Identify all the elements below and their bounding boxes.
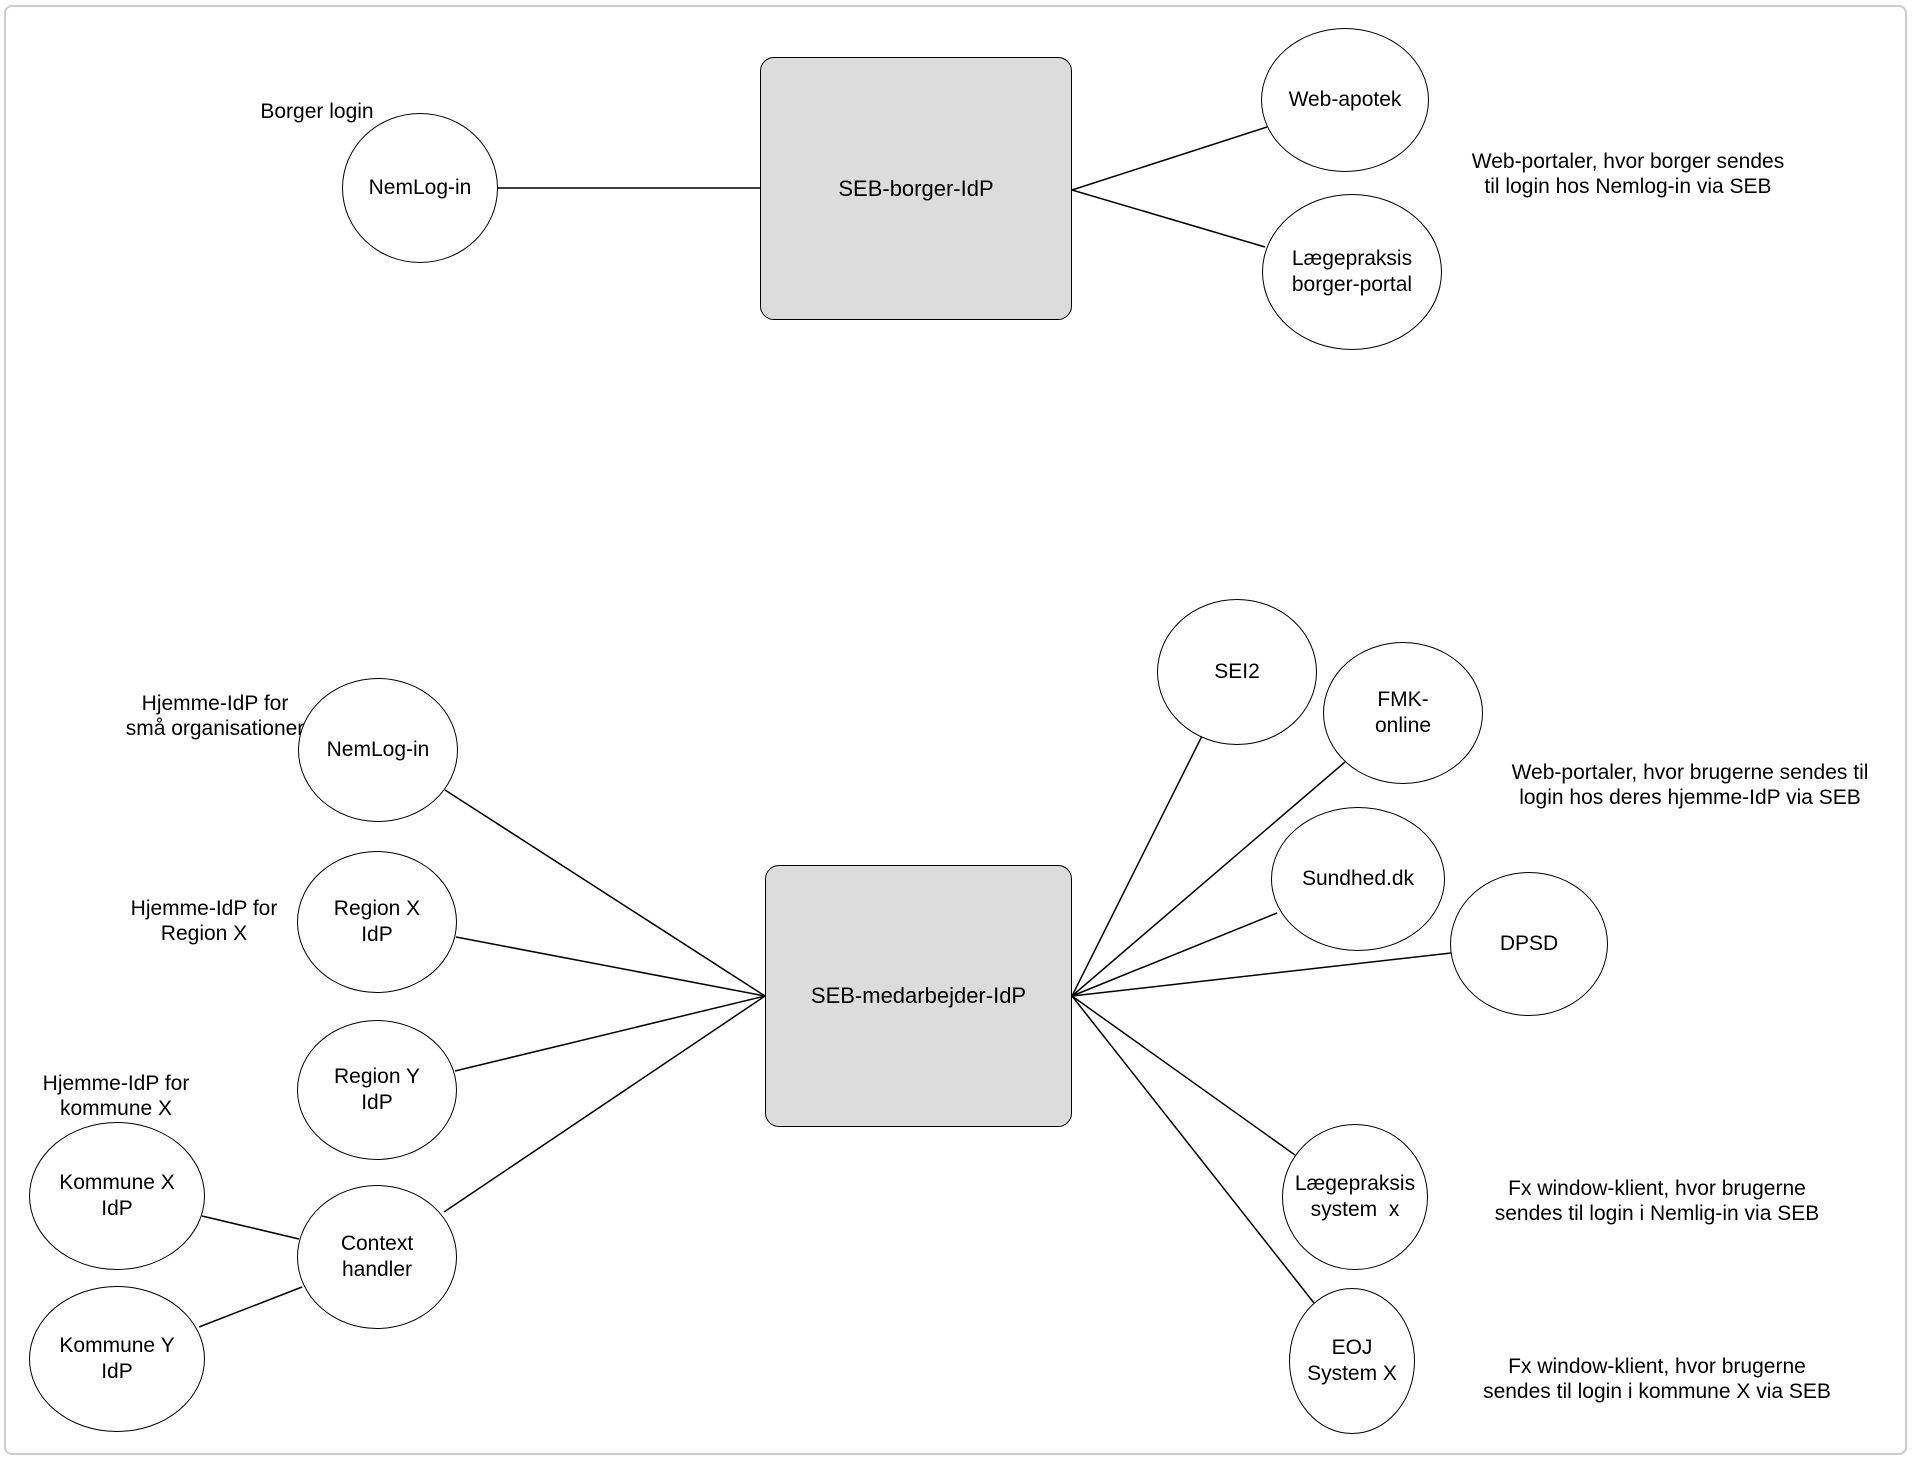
node-kommune-x-idp-label: Kommune X IdP [59,1171,175,1220]
node-seb-borger-idp[interactable]: SEB-borger-IdP [760,57,1072,320]
node-web-apotek-label: Web-apotek [1288,88,1402,111]
node-dpsd[interactable]: DPSD [1450,872,1608,1016]
node-laegepraksis-system-x[interactable]: Lægepraksis system x [1282,1124,1428,1270]
node-region-x-idp[interactable]: Region X IdP [297,851,457,993]
node-nemlogin-medarbejder-label: NemLog-in [326,738,430,761]
node-laegepraksis-borger-portal[interactable]: Lægepraksis borger-portal [1262,194,1442,350]
annotation-fx-window-klient-nemlig[interactable]: Fx window-klient, hvor brugerne sendes t… [1494,1177,1820,1225]
node-region-x-idp-label: Region X IdP [333,897,421,946]
label-hjemme-idp-kommune-x[interactable]: Hjemme-IdP for kommune X [42,1072,190,1120]
node-nemlogin-borger[interactable]: NemLog-in [342,113,498,263]
annotation-borger-portals[interactable]: Web-portaler, hvor borger sendes til log… [1471,150,1785,198]
node-fmk-online[interactable]: FMK- online [1323,642,1483,784]
node-sundhed-dk[interactable]: Sundhed.dk [1271,807,1445,951]
borger-login-label[interactable]: Borger login [260,100,374,123]
node-seb-medarbejder-idp[interactable]: SEB-medarbejder-IdP [765,865,1072,1127]
node-kommune-y-idp-label: Kommune Y IdP [59,1334,175,1383]
node-context-handler-label: Context handler [340,1232,414,1281]
node-eoj-system-x-label: EOJ System X [1307,1336,1397,1385]
node-seb-medarbejder-idp-label: SEB-medarbejder-IdP [810,983,1027,1008]
node-laegepraksis-borger-portal-label: Lægepraksis borger-portal [1291,247,1413,296]
label-hjemme-idp-smaa[interactable]: Hjemme-IdP for små organisationer [125,692,305,740]
node-sei2-label: SEI2 [1214,660,1260,683]
node-nemlogin-borger-label: NemLog-in [368,176,472,199]
node-region-y-idp[interactable]: Region Y IdP [297,1020,457,1160]
node-seb-borger-idp-label: SEB-borger-IdP [838,175,994,201]
node-sundhed-dk-label: Sundhed.dk [1301,867,1415,890]
node-kommune-x-idp[interactable]: Kommune X IdP [29,1122,205,1270]
annotation-web-portals[interactable]: Web-portaler, hvor brugerne sendes til l… [1511,761,1869,809]
node-eoj-system-x[interactable]: EOJ System X [1289,1288,1415,1434]
node-web-apotek[interactable]: Web-apotek [1261,28,1429,172]
node-region-y-idp-label: Region Y IdP [333,1065,420,1114]
node-sei2[interactable]: SEI2 [1157,599,1317,745]
node-fmk-online-label: FMK- online [1374,688,1432,737]
node-kommune-y-idp[interactable]: Kommune Y IdP [29,1286,205,1432]
node-laegepraksis-system-x-label: Lægepraksis system x [1294,1172,1416,1221]
node-nemlogin-medarbejder[interactable]: NemLog-in [298,678,458,822]
node-context-handler[interactable]: Context handler [297,1185,457,1329]
node-dpsd-label: DPSD [1499,932,1559,955]
annotation-fx-window-klient-kommune[interactable]: Fx window-klient, hvor brugerne sendes t… [1483,1355,1831,1403]
label-hjemme-idp-region-x[interactable]: Hjemme-IdP for Region X [130,897,278,945]
